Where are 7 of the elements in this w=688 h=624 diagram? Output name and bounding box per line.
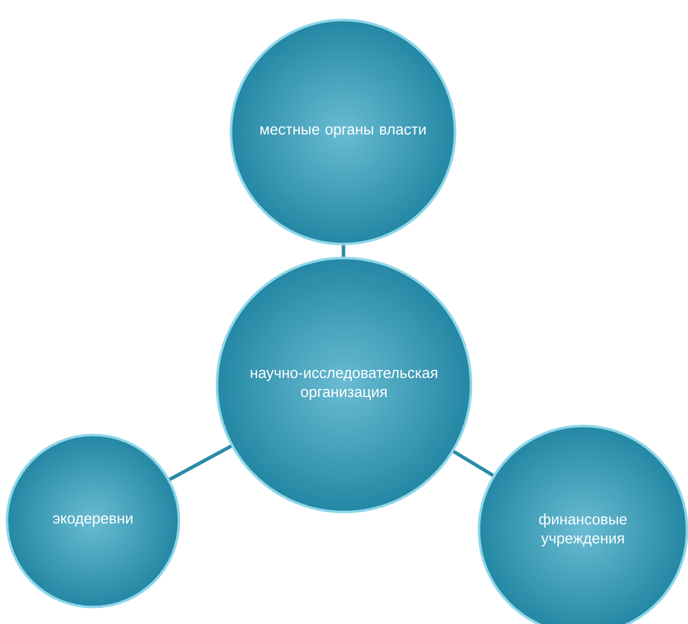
connector-line <box>452 450 494 477</box>
connector-line <box>168 444 232 481</box>
circle-node: финансовые учреждения <box>478 424 688 624</box>
circle-node: научно-исследовательская организация <box>216 256 472 514</box>
connector-line <box>342 245 346 257</box>
circle-node: местные органы власти <box>230 18 456 246</box>
circle-node: экодеревни <box>6 434 180 608</box>
